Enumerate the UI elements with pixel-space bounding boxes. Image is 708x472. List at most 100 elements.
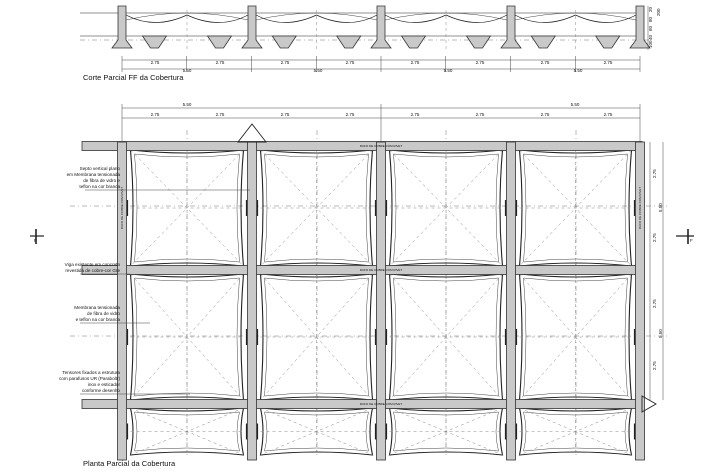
plan-right-dimensions: 2.75 2.75 2.75 2.75 5.50 5.50 [649, 142, 664, 400]
membrane-panel-inner [264, 411, 369, 452]
dim-text: 5.50 [658, 329, 663, 338]
beam-label: RUFO DE COBRE COM RIVET [120, 187, 124, 230]
section-post [111, 5, 133, 49]
annotation-line: em Membrana tensionada [67, 172, 121, 177]
section-right-dimensions: 20 80 60 40 100 200 [647, 6, 661, 50]
annotation-line: Viga existente em concreto [65, 262, 121, 267]
dim-text: 5.50 [314, 68, 323, 73]
dim-text: 60 [648, 25, 653, 31]
side-pediment [641, 395, 657, 413]
annotation-line: Membrana tensionada [74, 305, 120, 310]
section-dims-short: 2.75 2.75 2.75 2.75 2.75 2.75 2.75 2.75 [151, 60, 613, 65]
membrane-panel-inner [523, 411, 628, 452]
section-marker-left: F [30, 229, 44, 244]
dim-text: 5.50 [444, 68, 453, 73]
vertical-beam [635, 141, 645, 461]
membrane-curve [255, 14, 317, 23]
top-pediment [237, 123, 267, 143]
roof-plan: RUFO DE COBRE COM RIVET RUFO DE COBRE COM… [70, 123, 670, 461]
dim-text: 2.75 [281, 112, 290, 117]
vertical-beam [506, 141, 516, 461]
dim-text: 2.75 [281, 60, 290, 65]
annotation-line: de fibra de vidro e [83, 178, 120, 183]
membrane-panel-inner [264, 153, 369, 263]
membrane-curve [514, 14, 576, 23]
membrane-curve [186, 14, 249, 23]
dim-text: 80 [648, 16, 653, 22]
annotation-tensores: Tensores fixados a estrutura com parafus… [59, 370, 190, 395]
dim-text: 2.75 [346, 112, 355, 117]
annotation-membrana: Membrana tensionada de fibra de vidro e … [74, 305, 150, 324]
annotation-line: conforme desenho [82, 388, 120, 393]
dim-text: 2.75 [652, 299, 657, 308]
plan-top-dimensions: 5.50 5.50 2.75 2.75 2.75 2.75 2.75 2.75 … [121, 102, 641, 145]
dim-text: 2.75 [216, 60, 225, 65]
section-post [629, 5, 651, 49]
section-gutter [595, 35, 621, 49]
annotation-viga: Viga existente em concreto revestida de … [65, 262, 130, 275]
section-dimension-lines [121, 56, 641, 72]
dim-text: 5.50 [183, 102, 192, 107]
section-post [241, 5, 263, 49]
plan-title: Planta Parcial da Cobertura [83, 459, 176, 468]
dim-text: 2.75 [151, 60, 160, 65]
dim-text: 2.75 [604, 112, 613, 117]
dim-text: 2.75 [346, 60, 355, 65]
annotation-line: de fibra de vidro [87, 311, 120, 316]
section-gutter [336, 35, 362, 49]
membrane-panel-inner [134, 411, 240, 452]
section-gutter [141, 35, 168, 49]
dim-text: 5.50 [183, 68, 192, 73]
dim-text: 200 [656, 8, 661, 16]
section-post [370, 5, 392, 49]
membrane-curve [445, 14, 508, 23]
section-gutter [530, 35, 556, 49]
dim-text: 2.75 [411, 112, 420, 117]
membrane-panel-inner [523, 277, 628, 397]
dim-text: 2.75 [411, 60, 420, 65]
dim-text: 2.75 [476, 60, 485, 65]
annotation-line: revestida de cobre-cor Gre [65, 268, 120, 273]
annotation-line: Tensores fixados a estrutura [62, 370, 120, 375]
annotation-line: e teflon na cor branca [76, 317, 121, 322]
section-dims-long: 5.50 5.50 5.50 5.50 [183, 68, 583, 73]
dim-text: 2.75 [604, 60, 613, 65]
membrane-curve [125, 14, 188, 23]
section-gutter [400, 35, 427, 49]
section-modules [111, 5, 651, 50]
beam-label: RUFO DE COBRE COM RIVET [638, 187, 642, 230]
vertical-beam [117, 141, 127, 461]
membrane-curve [575, 14, 637, 23]
membrane-curve [384, 14, 447, 23]
membrane-curve [316, 14, 378, 23]
dim-text: 2.75 [151, 112, 160, 117]
dim-text: 100 [648, 40, 653, 48]
membrane-panel-inner [264, 277, 369, 397]
section-marker-label: F [690, 238, 693, 243]
dim-text: 2.75 [652, 361, 657, 370]
dim-text: 5.50 [658, 203, 663, 212]
annotation-line: teflon na cor branca [79, 184, 120, 189]
dim-text: 40 [648, 34, 653, 40]
dim-text: 20 [648, 6, 653, 12]
dim-text: 2.75 [652, 169, 657, 178]
section-marker-right: F [676, 229, 694, 244]
annotation-septo: Septo vertical plano em Membrana tension… [67, 166, 250, 191]
dim-text: 2.75 [216, 112, 225, 117]
dim-text: 5.50 [571, 102, 580, 107]
section-post [500, 5, 522, 49]
beam-label: RUFO DE COBRE COM RIVET [360, 402, 403, 406]
dim-text: 2.75 [476, 112, 485, 117]
membrane-panel-inner [393, 277, 499, 397]
membrane-panel-inner [393, 411, 499, 452]
section-gutter [206, 35, 233, 49]
annotation-line: inox e esticador [88, 382, 121, 387]
section-ff: 20 80 60 40 100 200 2.75 2.75 2.75 2.75 … [80, 5, 661, 82]
vertical-beam [247, 141, 257, 461]
section-gutter [465, 35, 492, 49]
beam-label: RUFO DE COBRE COM RIVET [360, 268, 403, 272]
membrane-panel-inner [523, 153, 628, 263]
dim-text: 2.75 [652, 233, 657, 242]
section-marker-label: F [34, 238, 37, 243]
